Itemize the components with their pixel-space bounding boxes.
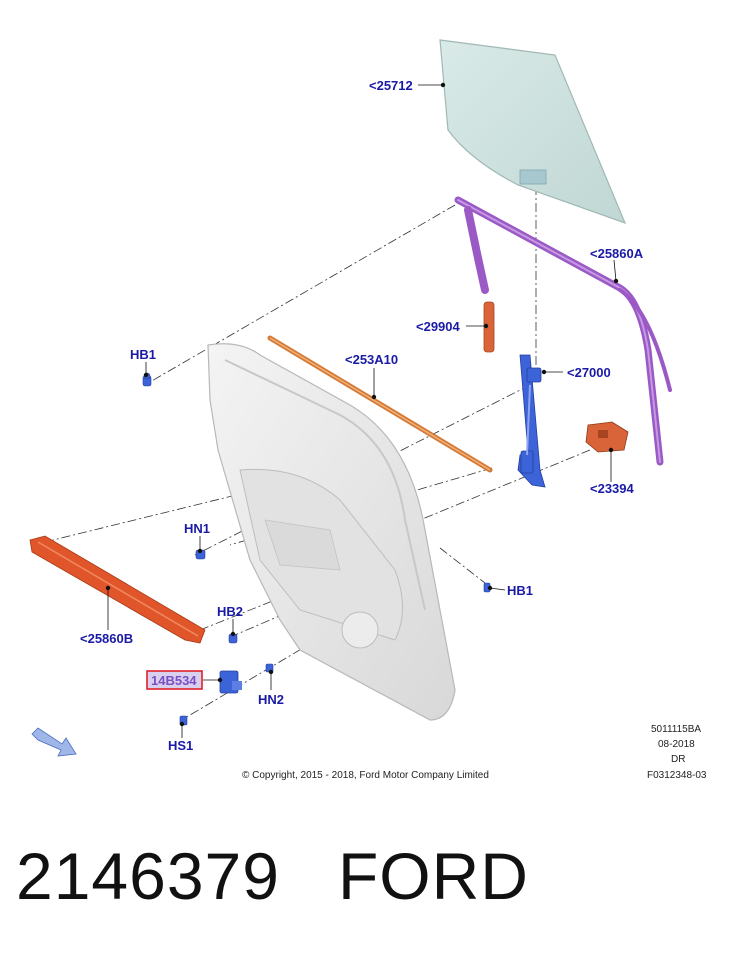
fasteners — [142, 372, 491, 726]
callout-hn1: HN1 — [184, 521, 210, 536]
belt-strip-outer — [29, 535, 206, 644]
callout-weatherstrip: <253A10 — [345, 352, 398, 367]
door-latch — [585, 421, 629, 453]
door-inner-panel — [207, 343, 456, 721]
highlighted-callout: 14B534 — [146, 670, 203, 690]
window-regulator — [517, 354, 546, 488]
callout-hb2: HB2 — [217, 604, 243, 619]
callout-channel-29904: <29904 — [416, 319, 461, 334]
callout-run-channel: <25860A — [590, 246, 644, 261]
callout-latch: <23394 — [590, 481, 635, 496]
callout-regulator: <27000 — [567, 365, 611, 380]
callout-14b534: 14B534 — [151, 673, 197, 688]
part-number-line: 2146379 FORD — [16, 838, 529, 914]
callout-hb1-right: HB1 — [507, 583, 533, 598]
callout-hs1: HS1 — [168, 738, 193, 753]
diagram-dr: DR — [671, 754, 685, 765]
belt-weatherstrip-inner — [267, 335, 493, 473]
diagram-figure-id: F0312348-03 — [647, 770, 707, 781]
callout-hn2: HN2 — [258, 692, 284, 707]
division-bar-channel — [483, 301, 495, 353]
diagram-code: 5011115BA — [651, 724, 701, 735]
callout-hb1-top: HB1 — [130, 347, 156, 362]
door-glass — [439, 39, 627, 225]
diagram-date: 08-2018 — [658, 739, 695, 750]
exploded-parts-diagram: <25712 <25860A <29904 <27000 <253A10 <23… — [29, 39, 707, 781]
callout-glass: <25712 — [369, 78, 413, 93]
copyright: © Copyright, 2015 - 2018, Ford Motor Com… — [242, 770, 489, 781]
glass-run-channel — [454, 196, 672, 466]
vehicle-front-arrow-icon — [31, 727, 77, 757]
brand-name: FORD — [337, 839, 529, 913]
part-number: 2146379 — [16, 839, 280, 913]
callout-belt-strip: <25860B — [80, 631, 133, 646]
module-14b534 — [219, 670, 242, 694]
leader-lines — [105, 82, 619, 738]
